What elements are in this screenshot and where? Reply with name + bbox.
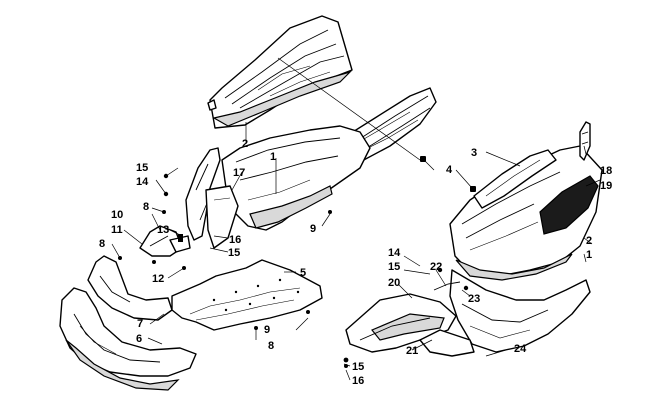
callout-16: 16 [352, 375, 364, 387]
leader-lines [111, 57, 601, 381]
belly-pan-right [449, 269, 591, 353]
upper-side-panel-left [207, 15, 353, 129]
callout-19: 19 [600, 180, 612, 192]
side-bracket-left [185, 147, 239, 249]
callout-10: 10 [111, 209, 123, 221]
skid-bracket [345, 293, 475, 357]
callout-8: 8 [99, 238, 105, 250]
callout-21: 21 [406, 345, 418, 357]
callout-2: 2 [242, 138, 248, 150]
floor-plate [171, 259, 323, 331]
callout-9: 9 [310, 223, 316, 235]
callout-3: 3 [471, 147, 477, 159]
callout-18: 18 [600, 165, 612, 177]
callout-6: 6 [136, 333, 142, 345]
callout-13: 13 [157, 224, 169, 236]
bracket-upper-right [579, 121, 591, 161]
callout-labels: 1 1 2 2 3 4 5 6 7 8 8 8 9 9 10 11 12 13 … [99, 138, 612, 387]
callout-23: 23 [468, 293, 480, 305]
callout-7: 7 [137, 318, 143, 330]
callout-24: 24 [514, 343, 527, 355]
callout-4: 4 [446, 164, 453, 176]
callout-16: 16 [229, 234, 241, 246]
side-panel-right [449, 145, 603, 281]
belly-pan-center [221, 125, 371, 231]
callout-15: 15 [352, 361, 364, 373]
callout-14: 14 [136, 176, 149, 188]
callout-12: 12 [152, 273, 164, 285]
callout-11: 11 [111, 224, 123, 236]
callout-8: 8 [143, 201, 149, 213]
callout-14: 14 [388, 247, 401, 259]
callout-15: 15 [228, 247, 240, 259]
callout-1: 1 [270, 151, 276, 163]
callout-5: 5 [300, 267, 306, 279]
callout-8: 8 [268, 340, 274, 352]
callout-20: 20 [388, 277, 400, 289]
callout-2: 2 [586, 235, 592, 247]
callout-17: 17 [233, 167, 245, 179]
callout-22: 22 [430, 261, 442, 273]
callout-1: 1 [586, 249, 592, 261]
callout-15: 15 [388, 261, 400, 273]
callout-9: 9 [264, 324, 270, 336]
nose-panel-lower [59, 255, 197, 391]
callout-15: 15 [136, 162, 148, 174]
